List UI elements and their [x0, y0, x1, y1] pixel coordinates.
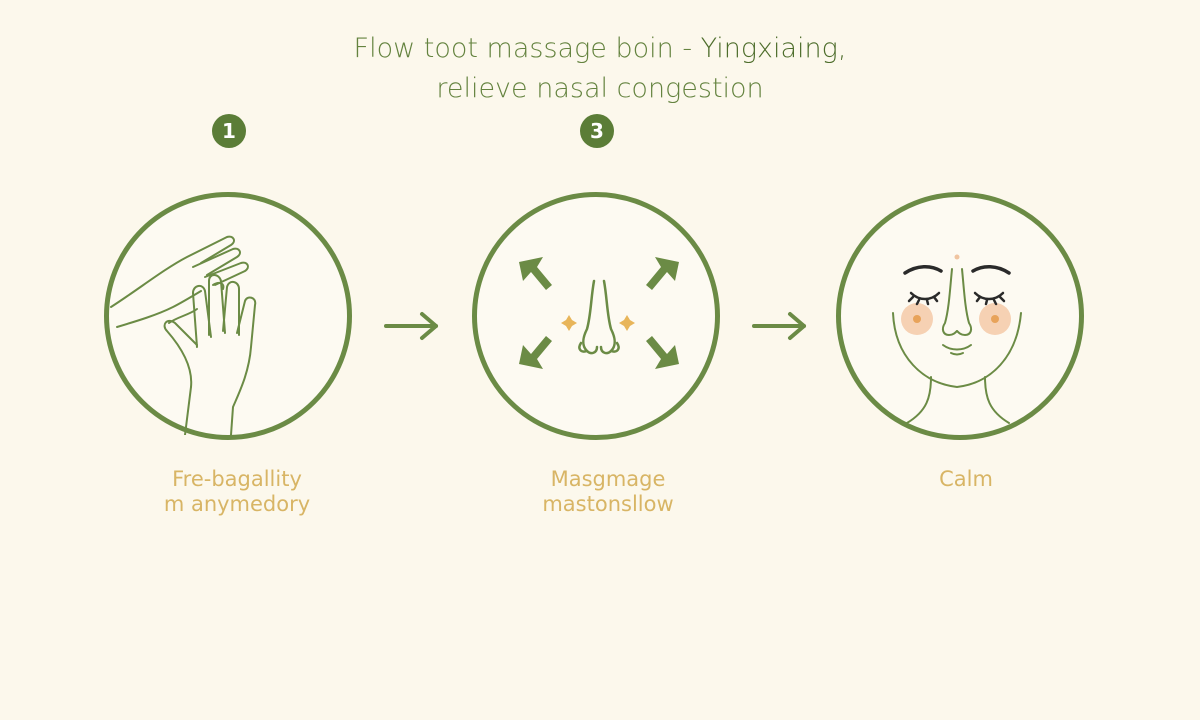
- nose-massage-icon: [519, 257, 679, 369]
- step-1-caption: Fre-bagallity m anymedory: [87, 467, 387, 517]
- step-2-badge: 3: [580, 114, 614, 148]
- step-2-circle: [472, 192, 720, 440]
- arrow-right-icon: [752, 312, 806, 340]
- step-1-badge: 1: [212, 114, 246, 148]
- step-3-circle: [836, 192, 1084, 440]
- title-prefix: Flow toot massage boin -: [353, 33, 701, 64]
- diagram-title-line-1: Flow toot massage boin - Yingxiaing,: [0, 30, 1200, 68]
- step-2-caption: Masgmage mastonsllow: [458, 467, 758, 517]
- diagram-title-line-2: relieve nasal congestion: [436, 73, 764, 104]
- step-3-caption: Calm: [816, 467, 1116, 492]
- step-1-caption-line-2: m anymedory: [163, 492, 311, 516]
- step-1-circle: [104, 192, 352, 440]
- step-2-caption-line-2: mastonsllow: [542, 492, 674, 516]
- step-2-caption-line-1: Masgmage: [550, 467, 666, 491]
- step-3-caption-line-1: Calm: [939, 467, 993, 491]
- step-1-caption-line-1: Fre-bagallity: [172, 467, 302, 491]
- title-highlight: Yingxiaing,: [700, 33, 847, 64]
- calm-face-icon: [892, 254, 1022, 424]
- hands-icon: [110, 235, 257, 435]
- arrow-right-icon: [384, 312, 438, 340]
